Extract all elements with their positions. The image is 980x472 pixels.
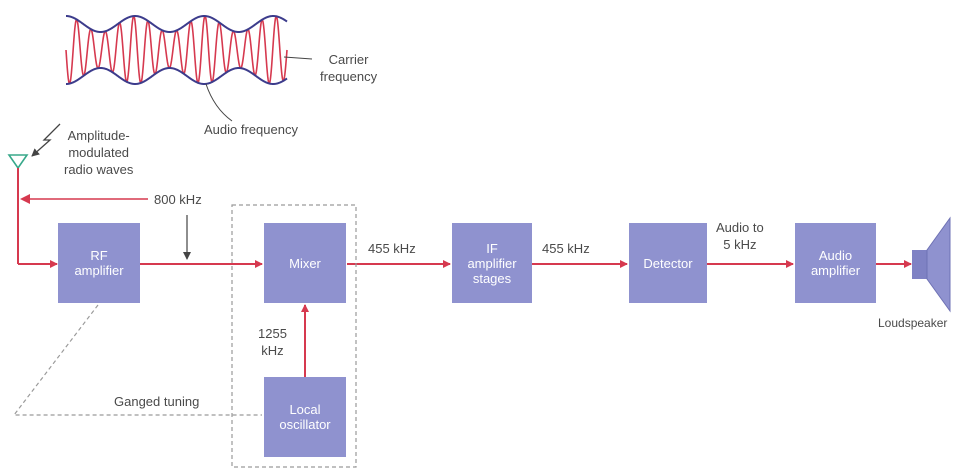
carrier-frequency-label: Carrier frequency (320, 52, 378, 84)
455-khz-label-1: 455 kHz (368, 241, 416, 256)
rf-amplifier-block: RF amplifier (58, 223, 140, 303)
1255-khz-label: 1255 kHz (258, 326, 287, 358)
local-oscillator-label: Local oscillator (279, 402, 331, 432)
rf-reference-arrowhead (20, 194, 30, 204)
am-waveform (65, 15, 288, 85)
audio-pointer (205, 83, 233, 122)
signal-path (18, 260, 912, 377)
am-radio-waves-label: Amplitude- modulated radio waves (64, 128, 134, 177)
rf-amplifier-label: RF amplifier (74, 248, 124, 278)
audio-envelope-bottom (66, 67, 288, 85)
radio-wave-icon (31, 123, 61, 157)
antenna-icon (7, 154, 29, 264)
loudspeaker-icon (912, 216, 951, 313)
mixer-block: Mixer (264, 223, 346, 303)
if-amplifier-block: IF amplifier stages (452, 223, 532, 303)
loudspeaker-label: Loudspeaker (878, 316, 948, 330)
audio-frequency-label: Audio frequency (204, 122, 298, 137)
mixer-label: Mixer (289, 255, 321, 271)
audio-amplifier-label: Audio amplifier (810, 248, 861, 278)
detector-block: Detector (629, 223, 707, 303)
ganged-tuning-label: Ganged tuning (114, 394, 200, 409)
800-khz-label: 800 kHz (154, 192, 202, 207)
local-oscillator-block: Local oscillator (264, 377, 346, 457)
carrier-pointer (283, 56, 313, 60)
ganged-tuning-line (12, 304, 262, 416)
audio-to-5khz-label: Audio to 5 kHz (716, 220, 764, 252)
audio-envelope-top (66, 15, 288, 33)
detector-label: Detector (643, 255, 693, 271)
mixer-oscillator-dashed-box (231, 204, 357, 468)
audio-amplifier-block: Audio amplifier (795, 223, 876, 303)
455-khz-label-2: 455 kHz (542, 241, 590, 256)
if-amplifier-label: IF amplifier stages (467, 240, 517, 286)
